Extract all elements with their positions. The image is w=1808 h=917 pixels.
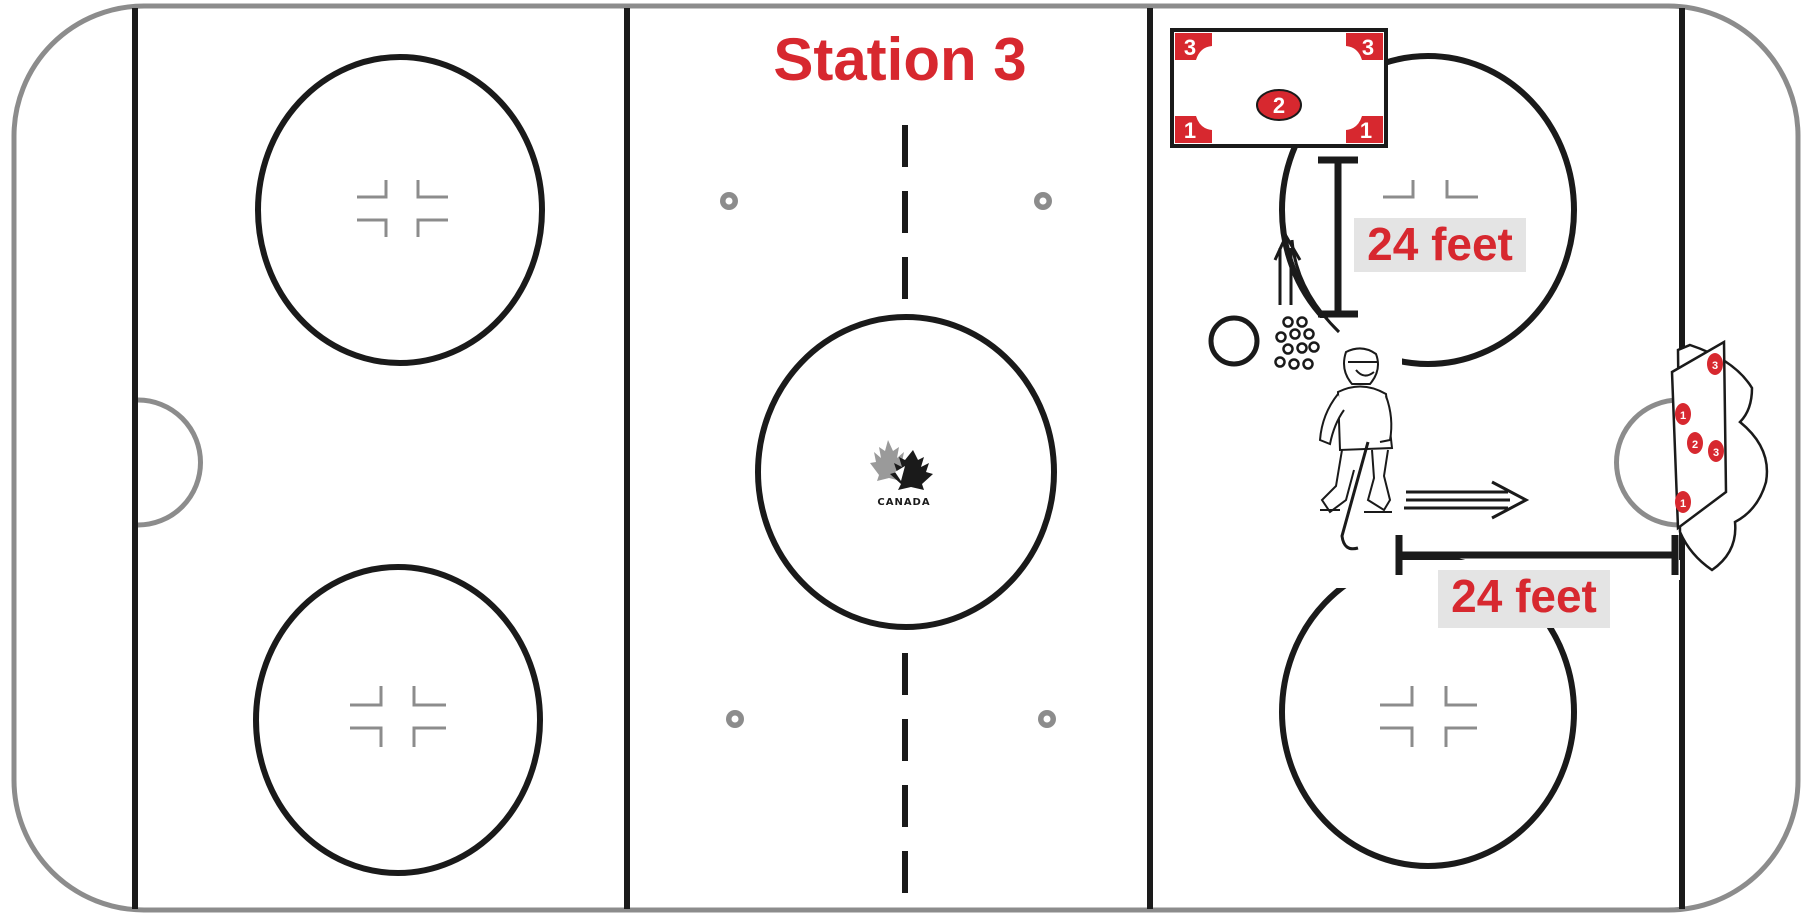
target-number-center: 2: [1273, 93, 1285, 118]
net-number-1: 3: [1712, 360, 1718, 372]
target-number-bottom-left: 1: [1184, 118, 1196, 143]
target-number-top-right: 3: [1362, 35, 1374, 60]
target-board: 3 3 2 1 1: [1172, 30, 1386, 146]
net-number-3: 2: [1692, 439, 1698, 451]
horizontal-distance-label: 24 feet: [1451, 570, 1597, 622]
logo-text: CANADA: [877, 497, 930, 508]
net-number-2: 1: [1680, 410, 1686, 422]
net-number-5: 1: [1680, 498, 1686, 510]
target-number-bottom-right: 1: [1360, 118, 1372, 143]
vertical-distance-label: 24 feet: [1367, 218, 1513, 270]
net-number-4: 3: [1713, 447, 1719, 459]
station-title: Station 3: [773, 26, 1026, 93]
target-number-top-left: 3: [1184, 35, 1196, 60]
